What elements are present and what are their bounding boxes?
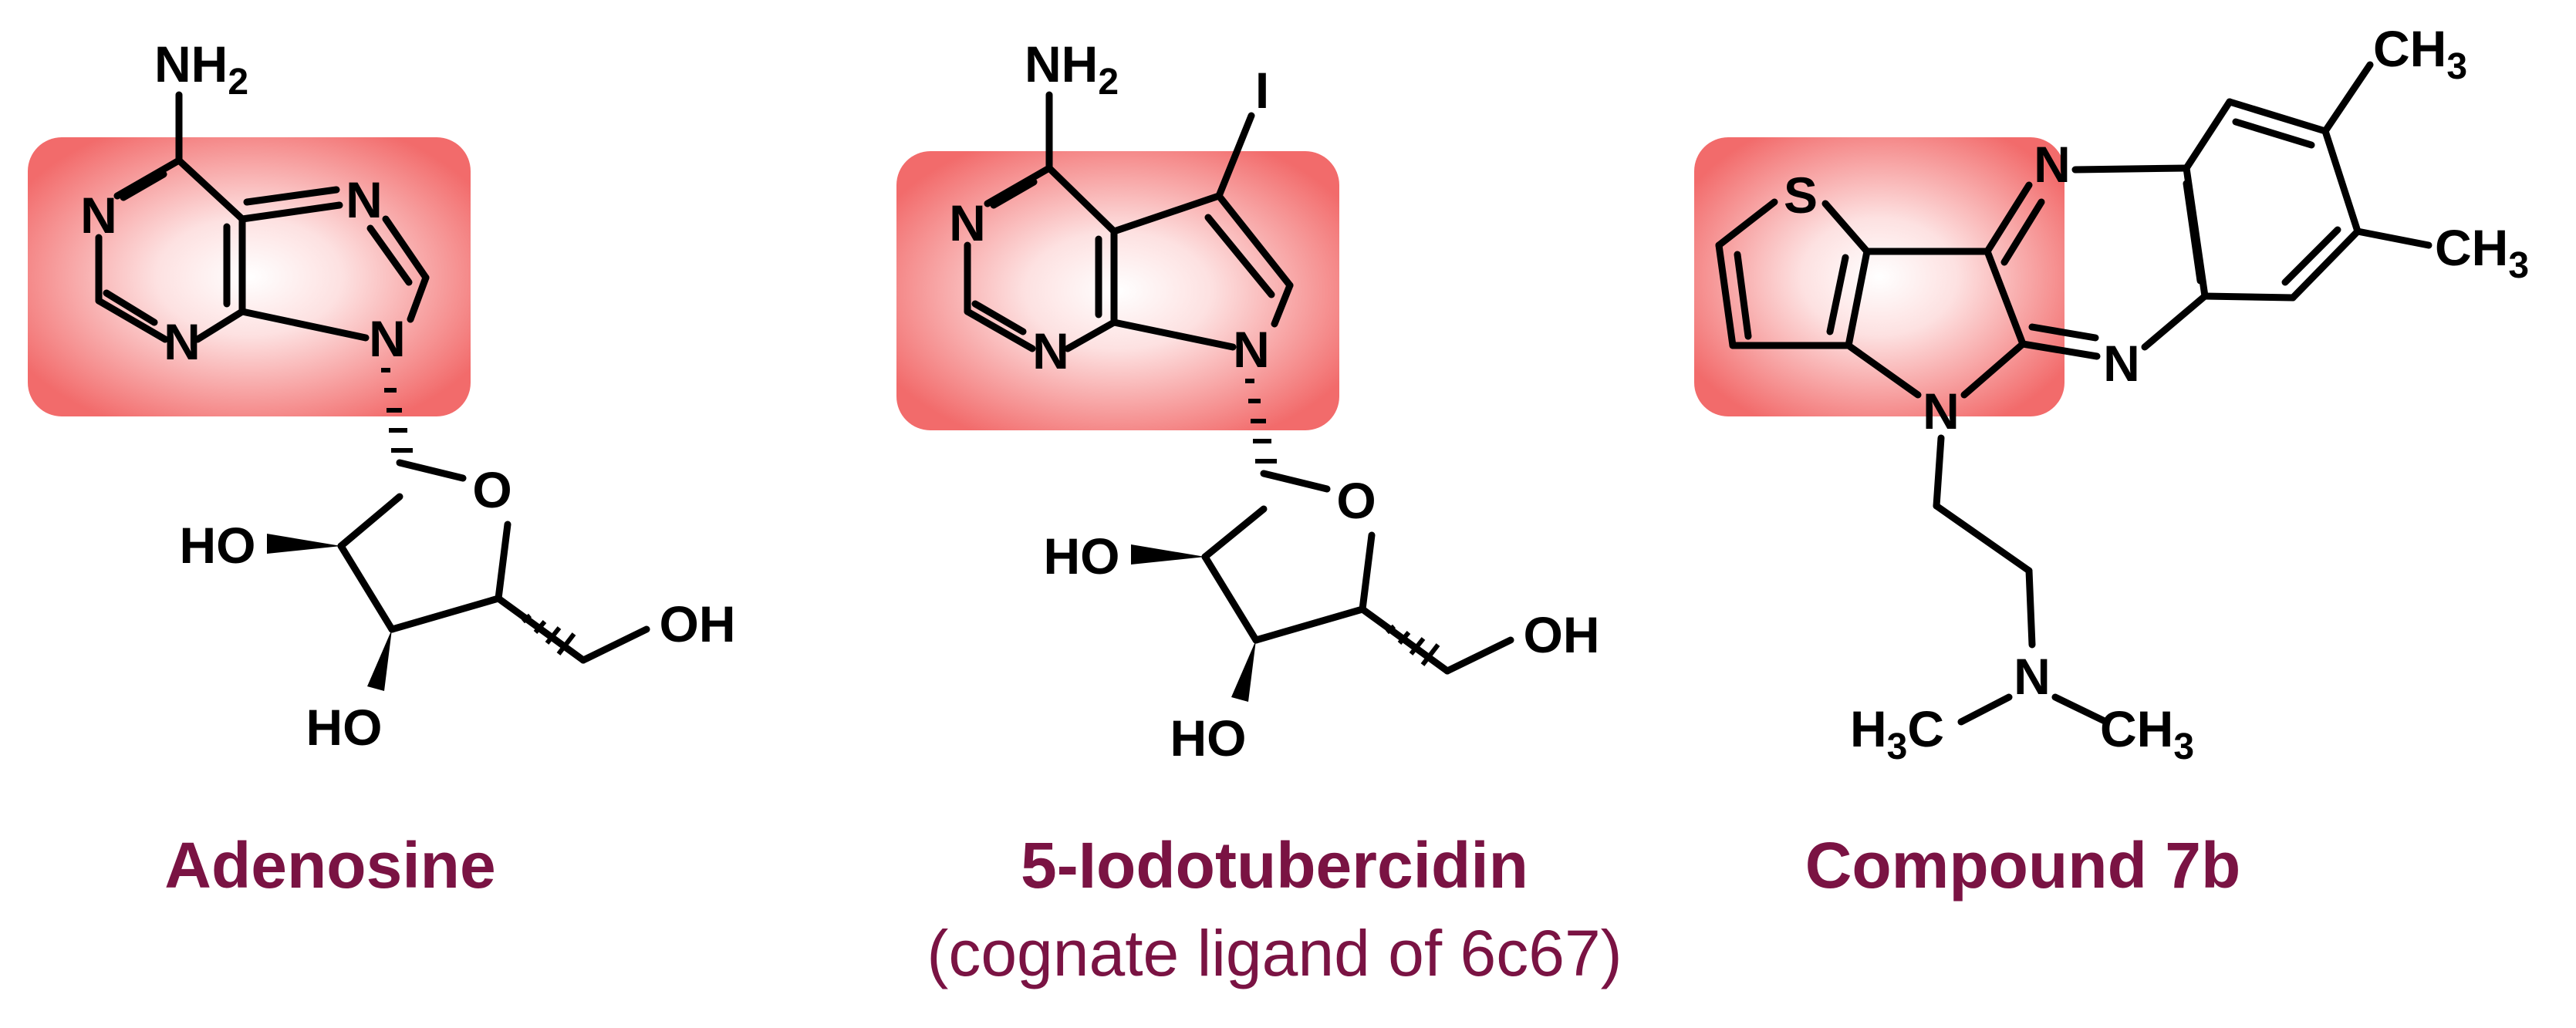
adenosine-hashed-bonds (381, 368, 576, 656)
compound-7b-atom-n-ring: N (1923, 383, 1960, 440)
adenosine-atom-n7: N (346, 171, 383, 228)
adenosine-atom-n9: N (369, 310, 406, 367)
compound-7b-atom-s: S (1784, 167, 1818, 224)
caption-compound-7b: Compound 7b (1805, 829, 2241, 902)
compound-7b-bonds (1715, 61, 2433, 726)
caption-adenosine: Adenosine (164, 829, 496, 902)
adenosine-atom-o-ring: O (472, 461, 511, 518)
adenosine-bonds (95, 91, 650, 664)
adenosine-atom-n3: N (164, 313, 201, 370)
molecule-adenosine: NH2 N N N N O HO HO OH (28, 35, 736, 756)
compound-7b-atom-ch3-mid: CH3 (2435, 219, 2529, 286)
adenosine-atom-oh-3: HO (306, 699, 383, 756)
adenosine-wedge-c3 (367, 629, 392, 691)
thienopyrrole-highlight-box (1694, 137, 2065, 416)
caption-iodotubercidin-subtitle: (cognate ligand of 6c67) (927, 917, 1622, 989)
adenosine-atom-nh2: NH2 (154, 35, 248, 103)
iodotubercidin-atom-oh-2: HO (1044, 527, 1120, 585)
iodotubercidin-atom-oh-3: HO (1170, 709, 1247, 767)
iodotubercidin-atom-nh2: NH2 (1025, 35, 1119, 103)
compound-7b-atom-h3c: H3C (1850, 700, 1944, 767)
iodotubercidin-atom-iodo: I (1255, 62, 1269, 119)
iodotubercidin-atom-n9: N (1233, 321, 1270, 378)
iodotubercidin-hashed-bonds (1245, 379, 1440, 666)
adenosine-atom-oh-5: OH (660, 595, 736, 652)
adenosine-atom-oh-2: HO (180, 517, 256, 574)
compound-7b-atom-ch3-right: CH3 (2100, 700, 2194, 767)
compound-7b-atom-ch3-top: CH3 (2373, 20, 2467, 87)
pyrrolopyrimidine-highlight-box (896, 151, 1339, 430)
caption-iodotubercidin: 5-Iodotubercidin (1021, 829, 1528, 902)
iodotubercidin-atom-oh-5: OH (1524, 606, 1600, 663)
compound-7b-atom-n-bottom: N (2103, 335, 2140, 392)
purine-highlight-box (28, 137, 471, 416)
adenosine-atom-n1: N (80, 187, 117, 244)
adenosine-wedge-c2 (267, 534, 341, 554)
iodotubercidin-wedge-c3 (1231, 640, 1256, 702)
iodotubercidin-bonds (964, 91, 1514, 675)
iodotubercidin-atom-n1: N (949, 194, 986, 251)
molecule-compound-7b: S N N N CH3 CH3 N H3C CH3 (1694, 20, 2529, 767)
compound-7b-atom-n-top: N (2034, 136, 2071, 193)
iodotubercidin-wedge-c2 (1131, 544, 1205, 565)
molecule-iodotubercidin: NH2 I N N N O HO HO OH (896, 35, 1600, 767)
compound-7b-atom-n-amine: N (2014, 648, 2051, 705)
iodotubercidin-atom-o-ring: O (1336, 472, 1376, 529)
iodotubercidin-atom-n3: N (1032, 322, 1069, 379)
